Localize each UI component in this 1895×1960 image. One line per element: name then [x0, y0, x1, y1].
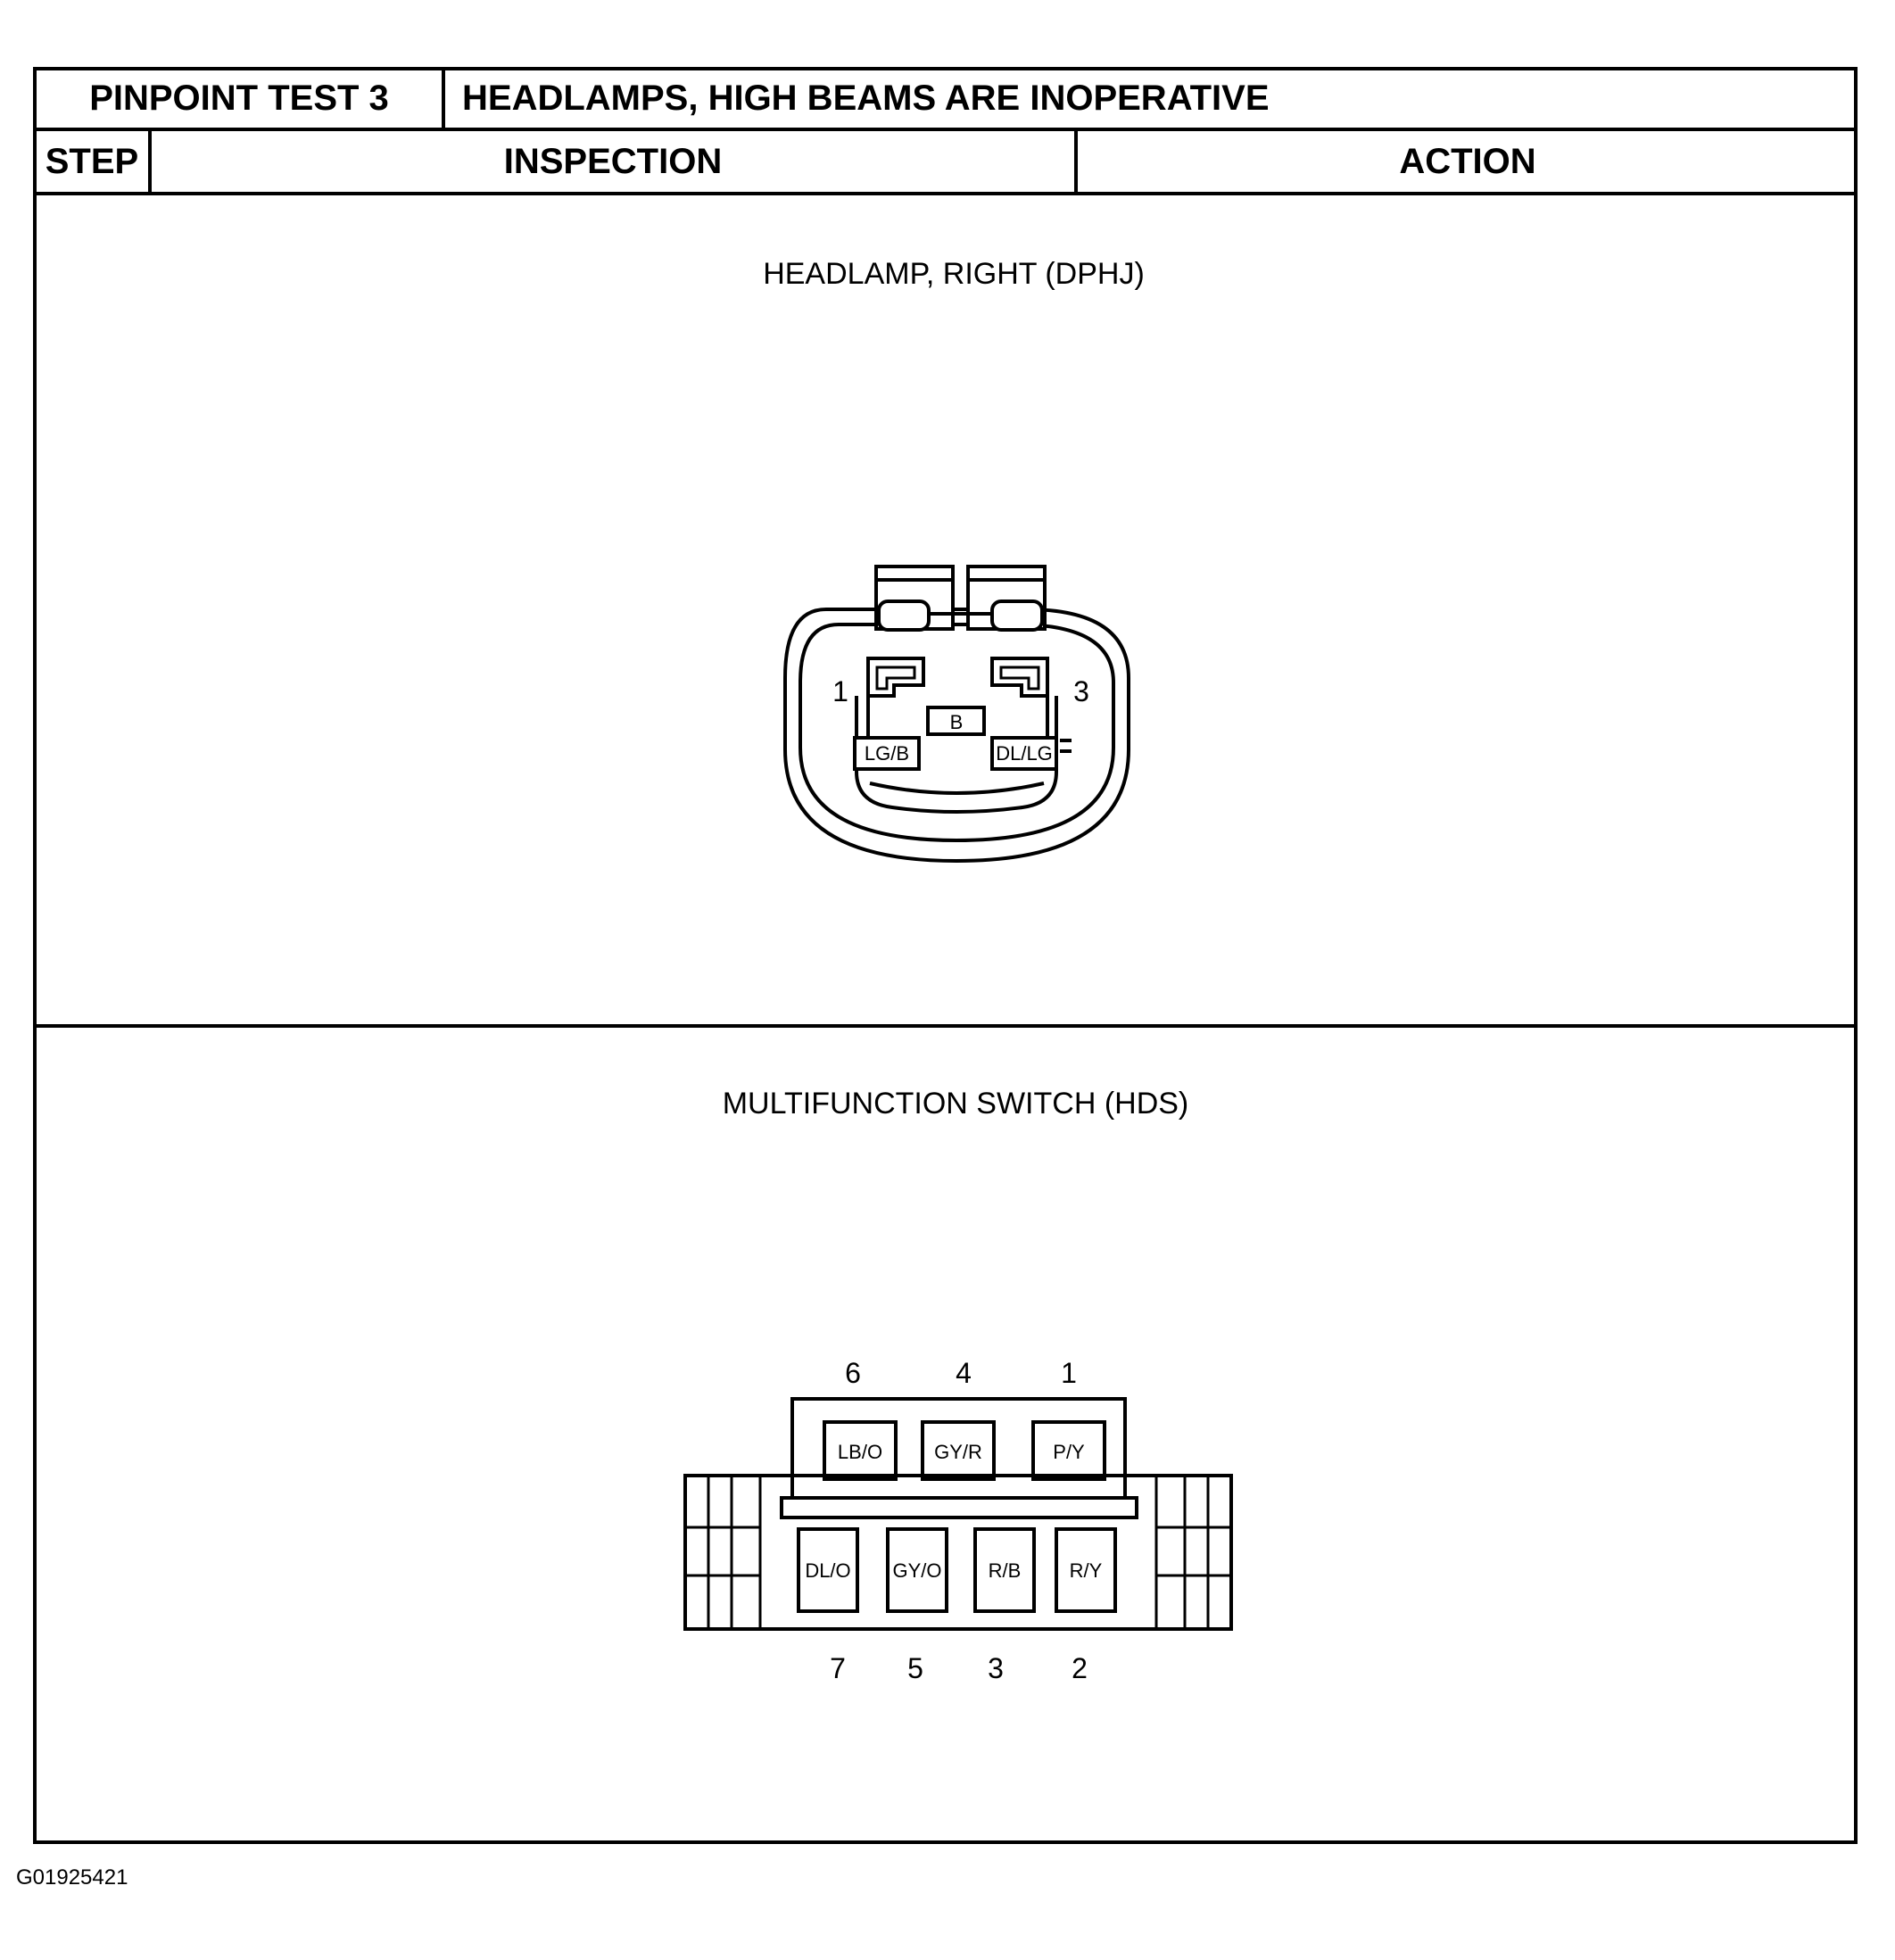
column-inspection: INSPECTION [504, 142, 722, 181]
switch-pin-3: 3 [988, 1652, 1004, 1684]
switch-wire-r-y: R/Y [1070, 1559, 1103, 1582]
headlamp-pin-3: 3 [1073, 675, 1089, 707]
headlamp-title: HEADLAMP, RIGHT (DPHJ) [763, 257, 1145, 291]
switch-wire-dl-o: DL/O [805, 1559, 850, 1582]
figure-id: G01925421 [16, 1865, 128, 1890]
switch-pin-4: 4 [956, 1357, 972, 1389]
test-name: PINPOINT TEST 3 [89, 79, 389, 118]
headlamp-wire-b: B [950, 711, 964, 733]
switch-pin-2: 2 [1072, 1652, 1088, 1684]
test-title: HEADLAMPS, HIGH BEAMS ARE INOPERATIVE [462, 79, 1270, 118]
switch-pin-5: 5 [907, 1652, 923, 1684]
switch-title: MULTIFUNCTION SWITCH (HDS) [723, 1087, 1189, 1121]
switch-pin-7: 7 [830, 1652, 846, 1684]
switch-wire-lb-o: LB/O [838, 1441, 882, 1463]
headlamp-wire-dl-lg: DL/LG [996, 742, 1053, 765]
switch-connector [683, 1397, 1233, 1631]
switch-wire-p-y: P/Y [1053, 1441, 1085, 1463]
column-step: STEP [46, 142, 138, 181]
switch-wire-gy-o: GY/O [892, 1559, 941, 1582]
switch-wire-gy-r: GY/R [934, 1441, 982, 1463]
switch-pin-6: 6 [845, 1357, 861, 1389]
headlamp-wire-lg-b: LG/B [865, 742, 909, 765]
headlamp-pin-1: 1 [832, 675, 848, 707]
table-frame [33, 67, 1858, 1844]
column-action: ACTION [1399, 142, 1535, 181]
switch-wire-r-b: R/B [989, 1559, 1022, 1582]
switch-pin-1: 1 [1061, 1357, 1077, 1389]
headlamp-connector [783, 565, 1130, 864]
